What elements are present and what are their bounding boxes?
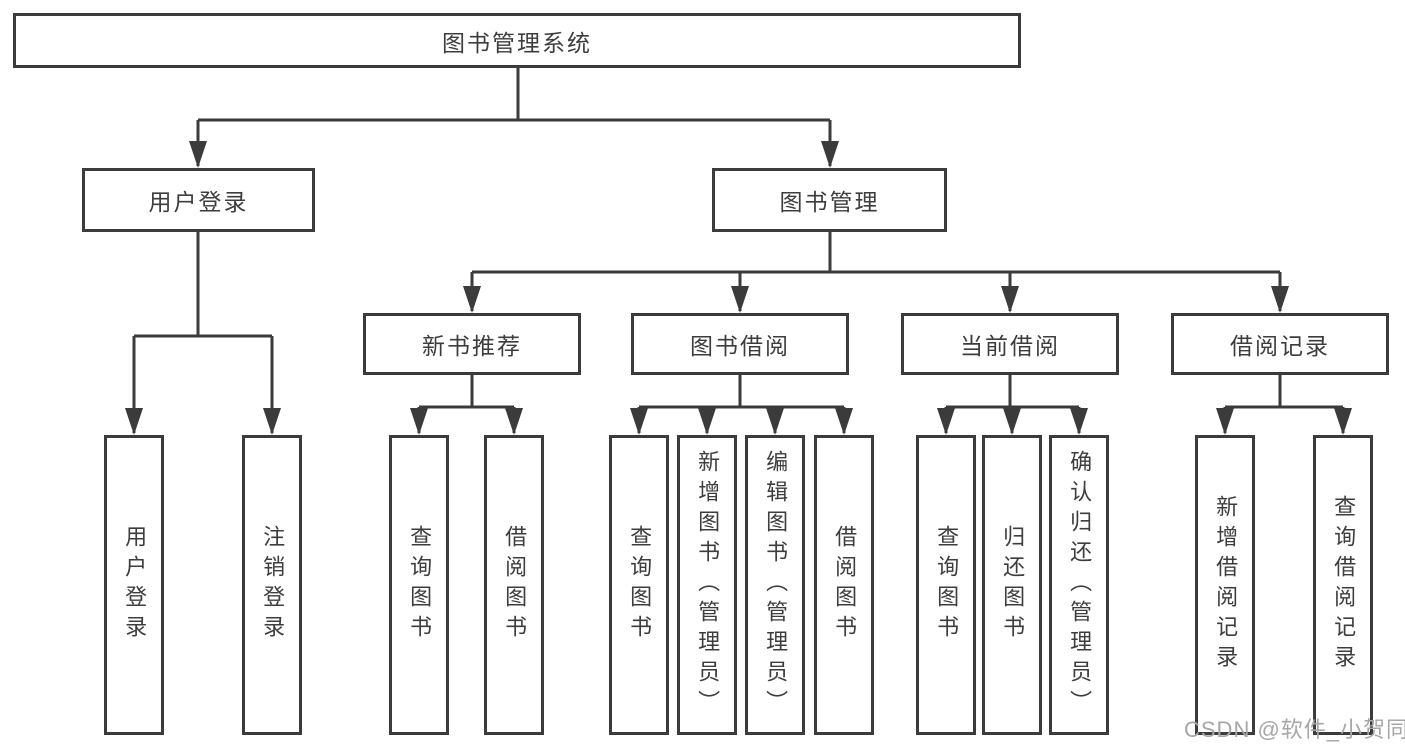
leaf-return-books: 归还图书: [982, 435, 1042, 735]
node-borrowing-records: 借阅记录: [1171, 313, 1389, 375]
node-label: 新增图书（管理员）: [695, 450, 721, 720]
node-label: 查询借阅记录: [1331, 495, 1357, 675]
node-label: 图书管理系统: [442, 29, 592, 56]
node-label: 新书推荐: [422, 333, 522, 359]
tree-edges: [132, 66, 1345, 433]
node-user-login: 用户登录: [82, 168, 315, 232]
node-label: 查询图书: [627, 525, 653, 645]
node-new-book-recommendation: 新书推荐: [363, 313, 581, 375]
node-label: 查询图书: [934, 525, 960, 645]
leaf-add-book-admin: 新增图书（管理员）: [677, 435, 737, 735]
node-label: 用户登录: [122, 525, 148, 645]
node-label: 借阅图书: [502, 525, 528, 645]
node-label: 借阅记录: [1230, 333, 1330, 359]
leaf-add-borrow-record: 新增借阅记录: [1195, 435, 1255, 735]
leaf-query-borrow-record: 查询借阅记录: [1313, 435, 1373, 735]
leaf-logout: 注销登录: [242, 435, 302, 735]
node-current-borrowing: 当前借阅: [901, 313, 1119, 375]
node-label: 归还图书: [1000, 525, 1026, 645]
leaf-edit-book-admin: 编辑图书（管理员）: [745, 435, 805, 735]
leaf-query-books-borrowing: 查询图书: [609, 435, 669, 735]
node-label: 图书借阅: [690, 333, 790, 359]
node-label: 借阅图书: [832, 525, 858, 645]
node-label: 查询图书: [407, 525, 433, 645]
node-book-borrowing: 图书借阅: [631, 313, 849, 375]
leaf-confirm-return-admin: 确认归还（管理员）: [1049, 435, 1109, 735]
node-label: 当前借阅: [960, 333, 1060, 359]
leaf-borrow-books-borrowing: 借阅图书: [814, 435, 874, 735]
node-label: 图书管理: [779, 189, 880, 215]
node-label: 编辑图书（管理员）: [763, 450, 789, 720]
leaf-query-books-current: 查询图书: [916, 435, 976, 735]
node-library-management-system: 图书管理系统: [13, 13, 1021, 68]
node-book-management: 图书管理: [712, 168, 947, 232]
arrowheads: [125, 141, 1352, 435]
node-label: 确认归还（管理员）: [1067, 450, 1093, 720]
leaf-user-login: 用户登录: [104, 435, 164, 735]
node-label: 注销登录: [260, 525, 286, 645]
csdn-watermark: CSDN @软件_小贺同学: [1184, 717, 1405, 742]
node-label: 新增借阅记录: [1213, 495, 1239, 675]
leaf-borrow-books-recommend: 借阅图书: [484, 435, 544, 735]
leaf-query-books-recommend: 查询图书: [389, 435, 449, 735]
node-label: 用户登录: [148, 189, 249, 215]
